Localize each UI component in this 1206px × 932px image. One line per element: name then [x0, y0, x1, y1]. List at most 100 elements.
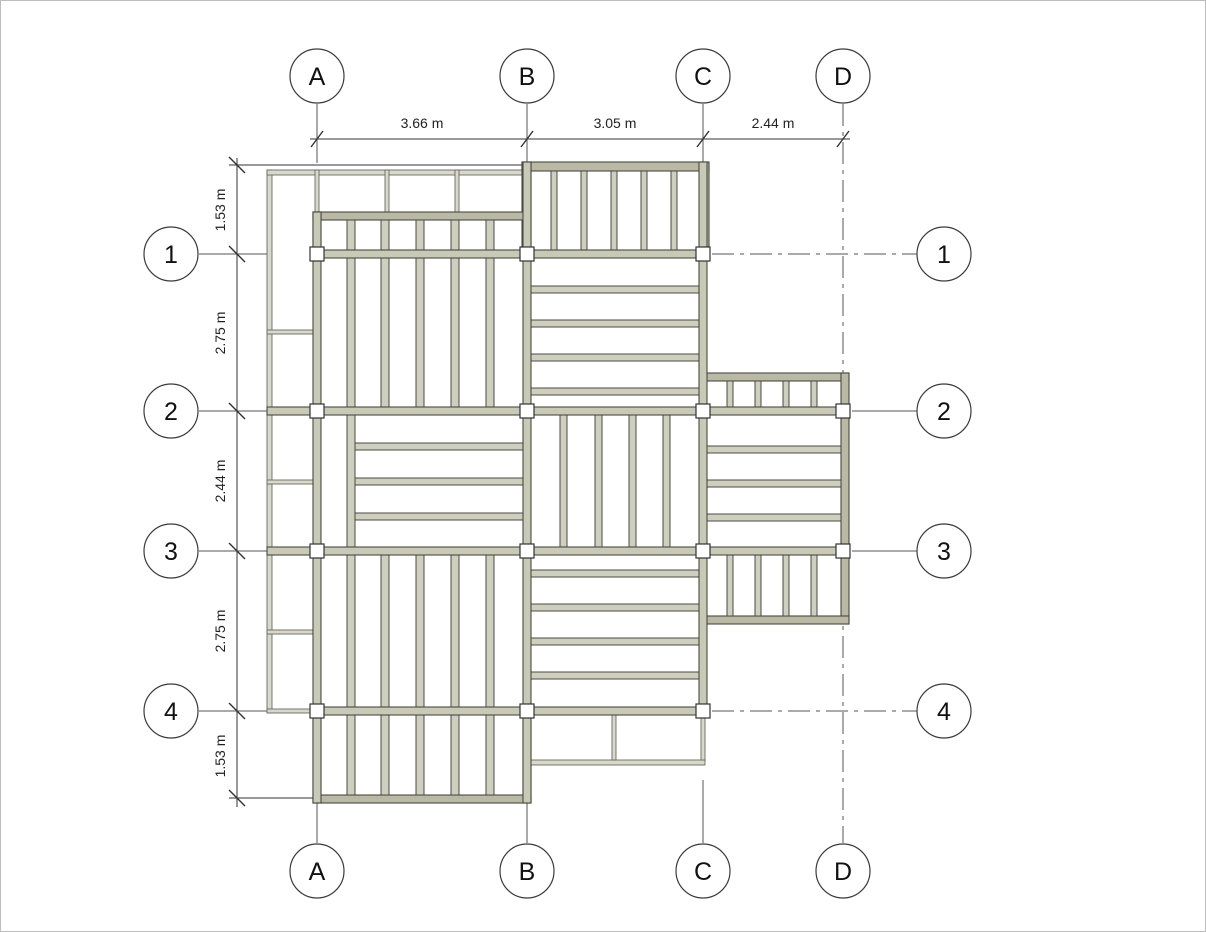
outrigger-post: [314, 169, 320, 216]
joist: [485, 554, 495, 712]
post-c3: [695, 543, 711, 559]
joist: [530, 569, 701, 578]
grid-bubble-d-bottom: D: [815, 843, 871, 899]
outrigger-blocking: [266, 479, 316, 485]
grid-label-1-left: 1: [164, 241, 178, 269]
joist: [530, 387, 701, 396]
ledger: [530, 759, 706, 766]
outrigger-rim-top: [266, 169, 528, 176]
grid-bubble-1-right: 1: [916, 226, 972, 282]
post-b4: [519, 703, 535, 719]
post-d2: [835, 403, 851, 419]
joist: [782, 554, 790, 617]
dimension-tick: [228, 542, 246, 560]
dimension-tick: [310, 130, 324, 148]
grid-label-4-right: 4: [937, 698, 951, 726]
joist: [346, 414, 356, 552]
joist: [670, 170, 678, 252]
outrigger-post: [454, 169, 460, 216]
grid-bubble-c-bottom: C: [675, 843, 731, 899]
joist: [726, 554, 734, 617]
ledger-post: [611, 714, 617, 761]
grid-bubble-4-left: 4: [143, 683, 199, 739]
joist: [530, 603, 701, 612]
horizontal-dimension-string: 3.66 m 3.05 m 2.44 m: [310, 115, 850, 148]
grid-bubbles: A B C D A B C D 1 2 3 4 1 2 3 4: [143, 48, 972, 899]
grid-bubble-b-bottom: B: [499, 843, 555, 899]
grid-label-3-right: 3: [937, 538, 951, 566]
floor-framing: [266, 161, 851, 804]
joist: [810, 554, 818, 617]
outrigger-blocking: [266, 708, 314, 714]
grid-label-2-left: 2: [164, 398, 178, 426]
joist: [754, 554, 762, 617]
post-b3: [519, 543, 535, 559]
grid-bubble-1-left: 1: [143, 226, 199, 282]
joist: [530, 285, 701, 294]
joist: [530, 637, 701, 646]
joist: [415, 219, 425, 412]
grid-bubble-b-top: B: [499, 48, 555, 104]
grid-label-3-left: 3: [164, 538, 178, 566]
grid-label-4-left: 4: [164, 698, 178, 726]
beam-grid-3: [266, 546, 850, 556]
joist: [530, 319, 701, 328]
joist: [550, 170, 558, 252]
beam-grid-c: [698, 161, 708, 716]
post-d3: [835, 543, 851, 559]
beam-grid-1: [312, 249, 708, 259]
dimension-tick: [228, 702, 246, 720]
bottom-strip-framing: [266, 708, 706, 804]
post-a2: [309, 403, 325, 419]
post-c1: [695, 246, 711, 262]
post-c4: [695, 703, 711, 719]
joist: [354, 442, 524, 451]
joist: [485, 219, 495, 412]
joist: [346, 219, 356, 412]
joist: [628, 414, 637, 552]
rim-beam: [702, 615, 850, 625]
beam-grid-a: [312, 211, 322, 804]
grid-label-a-bottom: A: [309, 858, 326, 886]
bay-b-c-1-2-joists: [530, 285, 701, 396]
grid-lines: [199, 104, 917, 843]
grid-label-b-top: B: [519, 63, 536, 91]
joist: [450, 554, 460, 712]
dimension-label-1-2: 2.75 m: [212, 312, 228, 355]
joist: [354, 512, 524, 521]
dimension-label-c-d: 2.44 m: [752, 115, 795, 131]
bay-b-c-2-3-joists: [559, 414, 671, 552]
joist: [346, 714, 356, 796]
dimension-label-a-b: 3.66 m: [401, 115, 444, 131]
joist: [706, 479, 842, 488]
dimension-tick: [696, 130, 710, 148]
rim-beam: [312, 794, 532, 804]
joist: [610, 170, 618, 252]
dimension-label-4-bottom: 1.53 m: [212, 735, 228, 778]
bay-a-b-3-4-joists: [346, 554, 495, 712]
dimension-tick: [520, 130, 534, 148]
grid-label-d-bottom: D: [834, 858, 852, 886]
joist: [530, 671, 701, 680]
joist: [706, 513, 842, 522]
top-bay-framing: [521, 161, 710, 257]
joist: [450, 714, 460, 796]
grid-bubble-d-top: D: [815, 48, 871, 104]
joist: [450, 219, 460, 412]
beam-grid-b: [522, 161, 532, 804]
posts: [309, 246, 851, 719]
grid-label-c-bottom: C: [694, 858, 712, 886]
dimension-tick: [228, 245, 246, 263]
joist: [640, 170, 648, 252]
outrigger-post: [384, 169, 390, 216]
post-b1: [519, 246, 535, 262]
ledger-post: [700, 714, 706, 761]
rim-beam: [312, 211, 528, 221]
grid-bubble-2-right: 2: [916, 383, 972, 439]
joist: [380, 219, 390, 412]
joist: [530, 353, 701, 362]
joist: [415, 554, 425, 712]
grid-label-d-top: D: [834, 63, 852, 91]
bay-a-b-2-3-joists: [346, 414, 524, 552]
